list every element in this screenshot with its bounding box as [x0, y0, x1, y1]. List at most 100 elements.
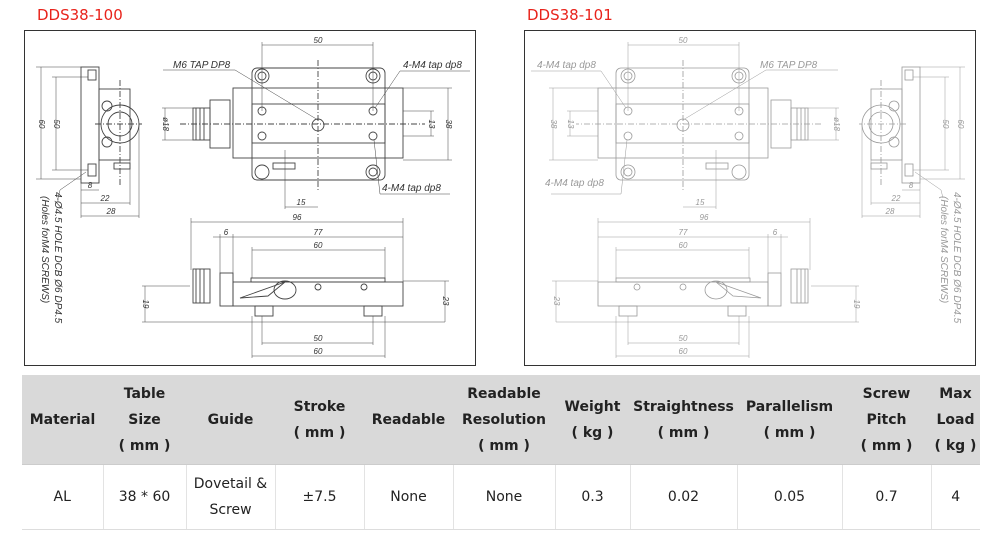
header-line: ( mm ) [478, 437, 530, 454]
header-material: Material [22, 375, 103, 465]
header-line: Stroke [293, 398, 346, 415]
header-line: Pitch [866, 411, 907, 428]
cell-line: None [485, 489, 523, 505]
header-line: Table [123, 385, 166, 402]
drawing-frame-dds38-101 [524, 30, 976, 366]
dim-8: 8 [88, 181, 93, 190]
drawing-frame-dds38-100 [24, 30, 476, 366]
note-screws: (Holes forM4 SCREWS) [39, 196, 50, 303]
header-weight: Weight ( kg ) [555, 375, 630, 465]
dim-top-13: 13 [566, 120, 575, 129]
label-m4-tap-bottom: 4-M4 tap dp8 [545, 178, 604, 189]
dim-top-13: 13 [427, 120, 436, 129]
header-line: Straightness [633, 398, 734, 415]
header-line: Material [29, 411, 96, 428]
dim-top-50: 50 [679, 36, 688, 45]
dim-front-50: 50 [679, 334, 688, 343]
dim-front-6: 6 [224, 228, 229, 237]
label-m4-tap-top: 4-M4 tap dp8 [403, 60, 462, 71]
header-stroke: Stroke ( mm ) [275, 375, 364, 465]
dim-28: 28 [885, 207, 895, 216]
label-m4-tap-bottom: 4-M4 tap dp8 [382, 183, 441, 194]
header-line: ( mm ) [657, 424, 710, 441]
drawing-labels-dds38-101: M6 TAP DP8 4-M4 tap dp8 4-M4 tap dp8 60 … [537, 36, 965, 356]
dim-front-77: 77 [679, 228, 688, 237]
dim-60: 60 [956, 120, 965, 129]
header-line: Weight [564, 398, 621, 415]
dim-front-60: 60 [314, 241, 323, 250]
header-line: Size [128, 411, 161, 428]
dim-front-19: 19 [141, 300, 150, 309]
header-line: Resolution [461, 411, 547, 428]
note-screws: (Holes forM4 SCREWS) [938, 196, 949, 303]
header-line: Readable [371, 411, 446, 428]
dim-50: 50 [941, 120, 950, 129]
cell-line: AL [53, 489, 71, 505]
header-guide: Guide [186, 375, 275, 465]
dim-front-60: 60 [679, 241, 688, 250]
cell-line: 0.02 [667, 489, 700, 505]
cell-max-load: 4 [931, 464, 980, 530]
label-m6-tap: M6 TAP DP8 [760, 60, 818, 71]
dim-front-77: 77 [314, 228, 323, 237]
cell-line: 0.05 [773, 489, 806, 505]
header-line: ( mm ) [860, 437, 913, 454]
dim-top-50: 50 [314, 36, 323, 45]
cell-material: AL [22, 464, 104, 530]
dim-top-38: 38 [444, 120, 453, 129]
cell-line: 0.3 [581, 489, 604, 505]
dim-phi18: ø18 [161, 117, 170, 131]
header-line: ( mm ) [293, 424, 346, 441]
header-line: Readable [467, 385, 541, 402]
cell-readable-resolution: None [453, 464, 556, 530]
dim-front-23: 23 [441, 296, 450, 306]
label-m4-tap-top: 4-M4 tap dp8 [537, 60, 596, 71]
cell-guide: Dovetail &Screw [186, 464, 276, 530]
dim-front-50: 50 [314, 334, 323, 343]
dim-front-6: 6 [773, 228, 778, 237]
model-title-dds38-100: DDS38-100 [37, 6, 123, 24]
dim-22: 22 [891, 194, 901, 203]
dim-front-19: 19 [852, 300, 861, 309]
header-line: Max [939, 385, 972, 402]
label-m6-tap: M6 TAP DP8 [173, 60, 231, 71]
header-line: ( kg ) [571, 424, 614, 441]
cell-line: 4 [951, 489, 961, 505]
dim-50: 50 [52, 120, 61, 129]
dim-8: 8 [909, 181, 914, 190]
dim-front-23: 23 [552, 296, 561, 306]
drawing-labels-dds38-100: M6 TAP DP8 4-M4 tap dp8 4-M4 tap dp8 60 … [37, 36, 462, 356]
dim-60: 60 [37, 120, 46, 129]
dim-front-60b: 60 [314, 347, 323, 356]
note-hole: 4-Ø4.5 HOLE DCB Ø6 DP4.5 [52, 192, 63, 324]
header-line: Screw [862, 385, 911, 402]
header-straightness: Straightness ( mm ) [630, 375, 737, 465]
cell-line: 38 * 60 [118, 489, 171, 505]
dim-front-60b: 60 [679, 347, 688, 356]
dim-front-96: 96 [293, 213, 302, 222]
header-line: Parallelism [745, 398, 834, 415]
cell-line: Screw [209, 502, 252, 518]
header-line: ( kg ) [934, 437, 977, 454]
cell-table-size: 38 * 60 [103, 464, 187, 530]
model-title-dds38-101: DDS38-101 [527, 6, 613, 24]
cell-straightness: 0.02 [630, 464, 738, 530]
dim-top-38: 38 [549, 120, 558, 129]
dim-28: 28 [106, 207, 116, 216]
header-readable: Readable [364, 375, 453, 465]
cell-line: None [390, 489, 427, 505]
header-line: ( mm ) [118, 437, 171, 454]
dim-phi18: ø18 [832, 117, 841, 131]
header-line: ( mm ) [763, 424, 816, 441]
technical-drawings: M6 TAP DP8 4-M4 tap dp8 4-M4 tap dp8 60 … [35, 36, 966, 359]
dim-top-15: 15 [696, 198, 705, 207]
cell-line: 0.7 [875, 489, 898, 505]
header-line: Guide [207, 411, 254, 428]
cell-screw-pitch: 0.7 [842, 464, 932, 530]
